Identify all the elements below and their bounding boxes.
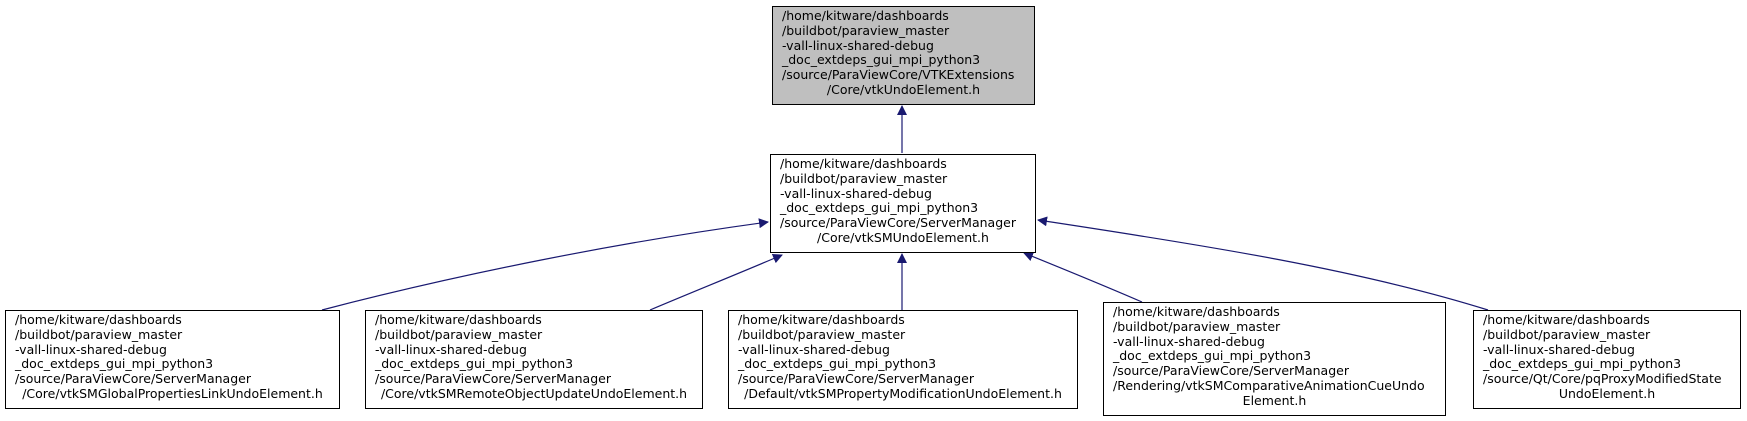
node-line: /home/kitware/dashboards [1113, 304, 1280, 319]
node-line: /buildbot/paraview_master [782, 22, 950, 38]
node-line: _doc_extdeps_gui_mpi_python3 [782, 52, 981, 68]
node-line: -vall-linux-shared-debug [375, 341, 527, 357]
node-line: /Core/vtkSMRemoteObjectUpdateUndoElement… [380, 385, 688, 401]
node-line: /source/ParaViewCore/ServerManager [375, 371, 611, 387]
node-line: /buildbot/paraview_master [375, 326, 543, 342]
node-line: /source/ParaViewCore/ServerManager [780, 215, 1016, 231]
node-line: /source/ParaViewCore/VTKExtensions [782, 67, 1015, 83]
node-line: Element.h [1242, 392, 1307, 408]
node-line: /buildbot/paraview_master [15, 326, 183, 342]
node-line: /buildbot/paraview_master [1483, 326, 1651, 342]
node-line: _doc_extdeps_gui_mpi_python3 [1113, 348, 1312, 364]
node-vtk-undo-element: /home/kitware/dashboards /buildbot/parav… [772, 6, 1035, 105]
node-line: -vall-linux-shared-debug [738, 341, 890, 357]
node-line: _doc_extdeps_gui_mpi_python3 [15, 356, 214, 372]
node-vtk-sm-property-modification-undo-element[interactable]: /home/kitware/dashboards /buildbot/parav… [728, 310, 1078, 409]
node-line: /home/kitware/dashboards [375, 312, 542, 327]
node-line: /source/Qt/Core/pqProxyModifiedState [1483, 371, 1722, 387]
edge-comparative-animation-to-sm-undo [1023, 251, 1143, 303]
node-line: /buildbot/paraview_master [780, 170, 948, 186]
node-vtk-sm-remote-object-update-undo-element[interactable]: /home/kitware/dashboards /buildbot/parav… [365, 310, 703, 409]
node-line: UndoElement.h [1558, 385, 1656, 401]
node-line: /source/ParaViewCore/ServerManager [15, 371, 251, 387]
node-line: /home/kitware/dashboards [780, 156, 947, 171]
node-line: _doc_extdeps_gui_mpi_python3 [375, 356, 574, 372]
node-line: -vall-linux-shared-debug [780, 185, 932, 201]
node-line: -vall-linux-shared-debug [782, 37, 934, 53]
edge-remote-object-to-sm-undo [649, 253, 783, 311]
node-pq-proxy-modified-state-undo-element[interactable]: /home/kitware/dashboards /buildbot/parav… [1473, 310, 1741, 409]
node-line: /home/kitware/dashboards [15, 312, 182, 327]
node-line: /home/kitware/dashboards [1483, 312, 1650, 327]
node-line: -vall-linux-shared-debug [1483, 341, 1635, 357]
node-line: /source/ParaViewCore/ServerManager [738, 371, 974, 387]
node-line: /buildbot/paraview_master [738, 326, 906, 342]
node-line: _doc_extdeps_gui_mpi_python3 [738, 356, 937, 372]
node-line: /Core/vtkSMGlobalPropertiesLinkUndoEleme… [22, 385, 323, 401]
node-line: -vall-linux-shared-debug [15, 341, 167, 357]
node-line: /Core/vtkSMUndoElement.h [817, 229, 989, 245]
edge-global-properties-to-sm-undo [321, 218, 769, 311]
node-line: /buildbot/paraview_master [1113, 318, 1281, 334]
node-line: /home/kitware/dashboards [738, 312, 905, 327]
node-vtk-sm-undo-element[interactable]: /home/kitware/dashboards /buildbot/parav… [770, 154, 1036, 253]
node-vtk-sm-comparative-animation-cue-undo-element[interactable]: /home/kitware/dashboards /buildbot/parav… [1103, 302, 1446, 416]
node-line: /Core/vtkUndoElement.h [826, 81, 981, 97]
node-line: /Default/vtkSMPropertyModificationUndoEl… [744, 385, 1062, 401]
node-line: /source/ParaViewCore/ServerManager [1113, 363, 1349, 379]
node-line: -vall-linux-shared-debug [1113, 333, 1265, 349]
node-line: /Rendering/vtkSMComparativeAnimationCueU… [1113, 377, 1425, 393]
node-line: _doc_extdeps_gui_mpi_python3 [1483, 356, 1682, 372]
edge-proxy-modified-to-sm-undo [1037, 216, 1489, 311]
node-line: _doc_extdeps_gui_mpi_python3 [780, 200, 979, 216]
node-line: /home/kitware/dashboards [782, 8, 949, 23]
node-vtk-sm-global-properties-link-undo-element[interactable]: /home/kitware/dashboards /buildbot/parav… [5, 310, 340, 409]
